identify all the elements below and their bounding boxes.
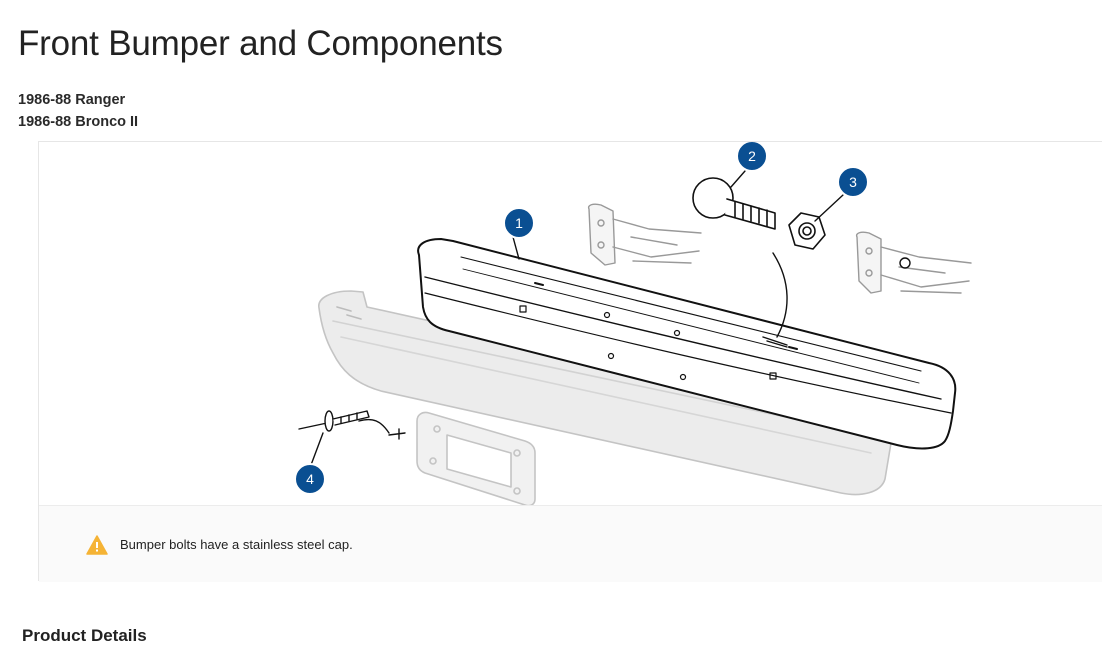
exploded-parts-diagram: 1 2 3 4 xyxy=(294,142,972,505)
svg-text:4: 4 xyxy=(306,471,314,487)
note-bar: Bumper bolts have a stainless steel cap. xyxy=(39,505,1102,582)
fitment-item: 1986-88 Bronco II xyxy=(18,114,139,130)
warning-icon xyxy=(86,535,108,560)
svg-text:1: 1 xyxy=(515,215,523,231)
product-details-heading: Product Details xyxy=(22,626,147,645)
page-title: Front Bumper and Components xyxy=(18,24,503,63)
callout-1[interactable]: 1 xyxy=(503,207,535,239)
rivet-illustration xyxy=(298,410,406,440)
carriage-bolt-illustration xyxy=(692,177,776,230)
bumper-illustration xyxy=(417,238,957,450)
svg-text:3: 3 xyxy=(849,174,857,190)
svg-text:2: 2 xyxy=(748,148,756,164)
callout-3[interactable]: 3 xyxy=(837,166,869,198)
note-text: Bumper bolts have a stainless steel cap. xyxy=(120,537,353,552)
mounting-bracket-illustration xyxy=(587,203,972,294)
diagram-panel: 1 2 3 4 Bumper bolts have a stain xyxy=(38,141,1102,582)
callout-4[interactable]: 4 xyxy=(294,463,326,495)
bumper-outline-illustration xyxy=(318,290,895,496)
fitment-item: 1986-88 Ranger xyxy=(18,92,126,108)
pointer-lines xyxy=(310,170,844,466)
callout-2[interactable]: 2 xyxy=(736,142,768,172)
license-bracket-illustration xyxy=(416,411,536,505)
hex-nut-illustration xyxy=(788,212,826,250)
fitment-list: 1986-88 Ranger 1986-88 Bronco II xyxy=(18,89,138,133)
